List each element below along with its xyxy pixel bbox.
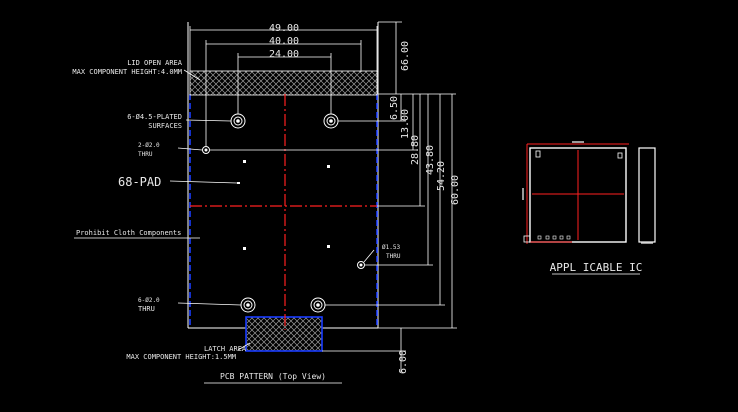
latch-label-1: LATCH AREA (204, 345, 247, 353)
dim-6: 6.00 (398, 350, 409, 374)
thru1-label-1: Ø1.53 (382, 244, 400, 251)
right-dimensions (210, 21, 457, 372)
thru6-label-2: THRU (138, 305, 155, 313)
lid-open-area (189, 70, 378, 96)
dim-24: 24.00 (269, 49, 299, 60)
prohibit-label: Prohibit Cloth Components (76, 229, 181, 237)
component-boundary (189, 94, 378, 328)
plated-holes (230, 113, 339, 313)
dim-6-50: 6.50 (389, 96, 400, 120)
dim-28-80: 28.80 (410, 135, 421, 165)
pad-label: 68-PAD (118, 175, 161, 189)
lid-label-1: LID OPEN AREA (127, 59, 183, 67)
thru1-label-2: THRU (386, 253, 401, 260)
ic-caption: APPL ICABLE IC (550, 261, 643, 274)
dim-60: 60.00 (450, 175, 461, 205)
thru-holes (202, 146, 365, 269)
plated-label-2: SURFACES (148, 122, 182, 130)
pads (237, 160, 330, 250)
dim-13: 13.00 (400, 109, 411, 139)
dim-66: 66.00 (400, 41, 411, 71)
ic-side-view (638, 147, 656, 244)
ic-view (522, 141, 629, 244)
thru2-label-2: THRU (138, 151, 153, 158)
thru2-label-1: 2-Ø2.0 (138, 142, 160, 149)
thru6-label-1: 6-Ø2.0 (138, 297, 160, 304)
dim-49: 49.00 (269, 23, 299, 34)
dim-54-20: 54.20 (436, 161, 447, 191)
plated-label-1: 6-Ø4.5-PLATED (127, 113, 182, 121)
dim-43-80: 43.80 (425, 145, 436, 175)
top-dimensions (189, 26, 378, 146)
dim-40: 40.00 (269, 36, 299, 47)
leaders (74, 69, 375, 384)
pcb-outline (187, 22, 379, 329)
lid-label-2: MAX COMPONENT HEIGHT:4.0MM (72, 68, 182, 76)
latch-label-2: MAX COMPONENT HEIGHT:1.5MM (126, 353, 236, 361)
pcb-caption: PCB PATTERN (Top View) (220, 372, 326, 381)
centerlines (190, 94, 377, 330)
latch-area (245, 316, 323, 352)
